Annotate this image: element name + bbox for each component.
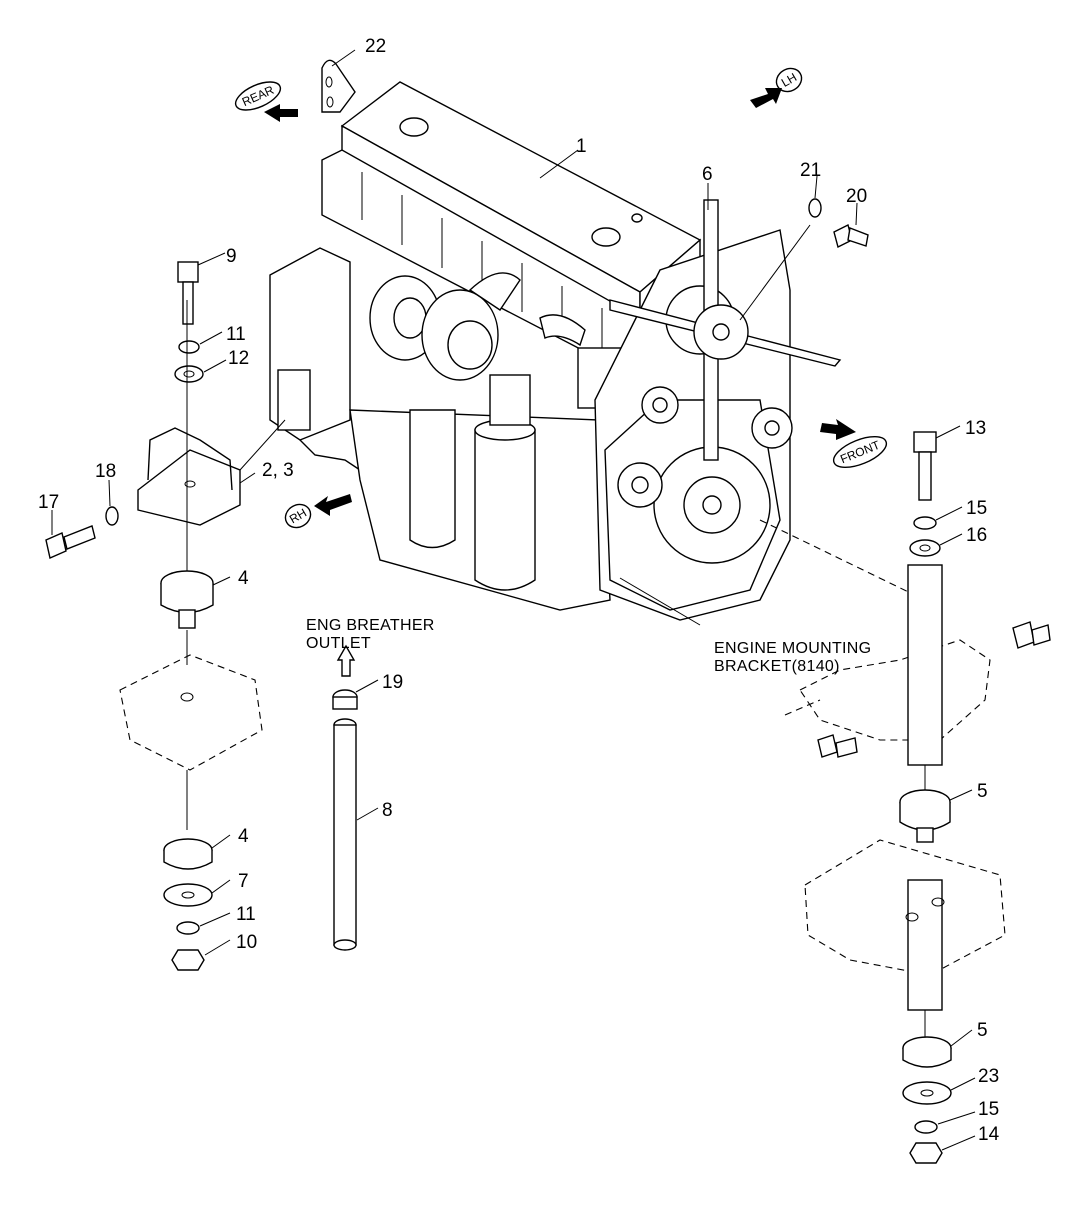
callout-5-lower: 5 [977, 1020, 988, 1041]
callout-20: 20 [846, 186, 867, 207]
direction-rh: RH [284, 494, 352, 529]
left-mount-stack [45, 261, 286, 971]
callout-2-3: 2, 3 [262, 460, 294, 481]
callout-12: 12 [228, 348, 249, 369]
callout-4-lower: 4 [238, 826, 249, 847]
callout-16: 16 [966, 525, 987, 546]
callout-13: 13 [965, 418, 986, 439]
breather-pipe [332, 644, 358, 951]
lh-arrow-icon [750, 88, 782, 108]
direction-front: FRONT [820, 419, 888, 468]
bracket-note-line1: ENGINE MOUNTING [714, 640, 871, 657]
callout-11-upper: 11 [226, 324, 246, 345]
callout-7: 7 [238, 871, 249, 892]
callout-4-upper: 4 [238, 568, 249, 589]
right-mount-stack [784, 431, 1051, 1164]
callout-5-upper: 5 [977, 781, 988, 802]
callouts: 1 6 21 20 22 9 11 12 2, 3 18 17 4 4 7 11… [38, 36, 1000, 1145]
callout-11-lower: 11 [236, 904, 256, 925]
breather-note-line2: OUTLET [306, 635, 371, 652]
front-arrow-icon [820, 419, 856, 440]
engine-assembly [269, 81, 926, 626]
leader-lines [51, 49, 976, 1151]
callout-1: 1 [576, 136, 587, 157]
direction-lh: LH [750, 67, 803, 108]
lh-label: LH [779, 70, 799, 90]
callout-15-lower: 15 [978, 1099, 999, 1120]
callout-8: 8 [382, 800, 393, 821]
callout-17: 17 [38, 492, 59, 513]
callout-21: 21 [800, 160, 821, 181]
callout-18: 18 [95, 461, 116, 482]
bracket-note-line2: BRACKET(8140) [714, 658, 840, 675]
up-arrow-icon [336, 644, 356, 677]
callout-10: 10 [236, 932, 257, 953]
callout-19: 19 [382, 672, 403, 693]
callout-14: 14 [978, 1124, 1000, 1145]
rear-arrow-icon [264, 104, 298, 122]
small-parts-top [321, 59, 869, 249]
breather-note-line1: ENG BREATHER [306, 617, 435, 634]
callout-22: 22 [365, 36, 386, 57]
callout-15-upper: 15 [966, 498, 987, 519]
callout-9: 9 [226, 246, 237, 267]
callout-23: 23 [978, 1066, 999, 1087]
direction-rear: REAR [234, 81, 298, 122]
callout-6: 6 [702, 164, 713, 185]
rh-arrow-icon [314, 494, 352, 516]
